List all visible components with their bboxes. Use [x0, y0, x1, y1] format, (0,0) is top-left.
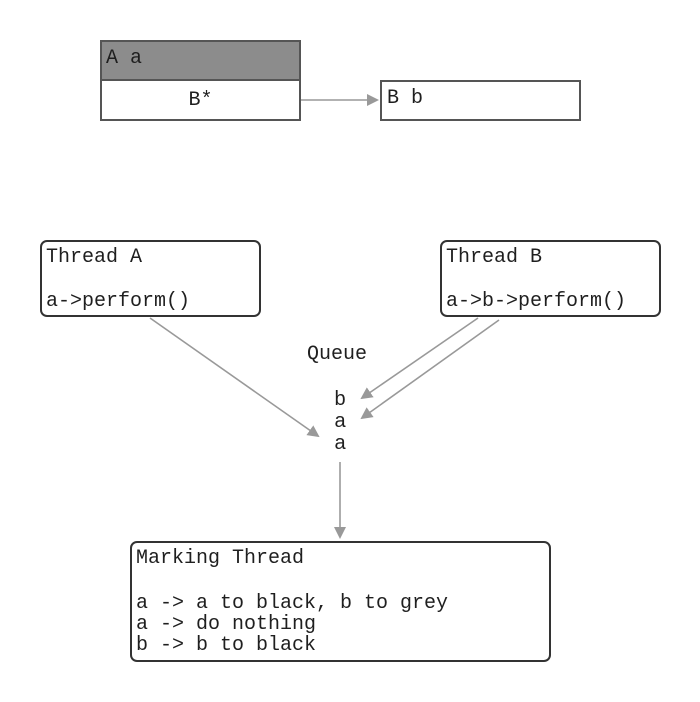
marking-step: b -> b to black: [136, 634, 317, 657]
thread-a-box: Thread A a->perform(): [40, 240, 261, 317]
class-a-header: A a: [102, 42, 299, 81]
thread-a-to-queue-arrow: [149, 317, 320, 438]
marking-step: a -> a to black, b to grey: [136, 592, 449, 615]
queue-label: Queue: [307, 343, 368, 366]
marking-step: a -> do nothing: [136, 613, 317, 636]
queue-item: a: [334, 432, 346, 454]
thread-a-call: a->perform(): [46, 290, 191, 313]
queue-item: b: [334, 388, 346, 410]
thread-b-title: Thread B: [446, 246, 543, 269]
thread-b-to-queue-arrow-2: [360, 319, 500, 420]
thread-b-box: Thread B a->b->perform(): [440, 240, 661, 317]
queue-item: a: [334, 410, 346, 432]
class-b-box: B b: [380, 80, 581, 121]
thread-a-title: Thread A: [46, 246, 143, 269]
marking-thread-box: Marking Thread a -> a to black, b to gre…: [130, 541, 551, 662]
marking-thread-title: Marking Thread: [136, 547, 305, 570]
class-a-field: B*: [188, 89, 213, 112]
thread-b-to-queue-arrow-1: [360, 317, 479, 400]
class-a-box: A a B*: [100, 40, 301, 121]
thread-b-call: a->b->perform(): [446, 290, 627, 313]
class-a-title: A a: [106, 47, 143, 70]
class-b-title: B b: [387, 87, 424, 110]
